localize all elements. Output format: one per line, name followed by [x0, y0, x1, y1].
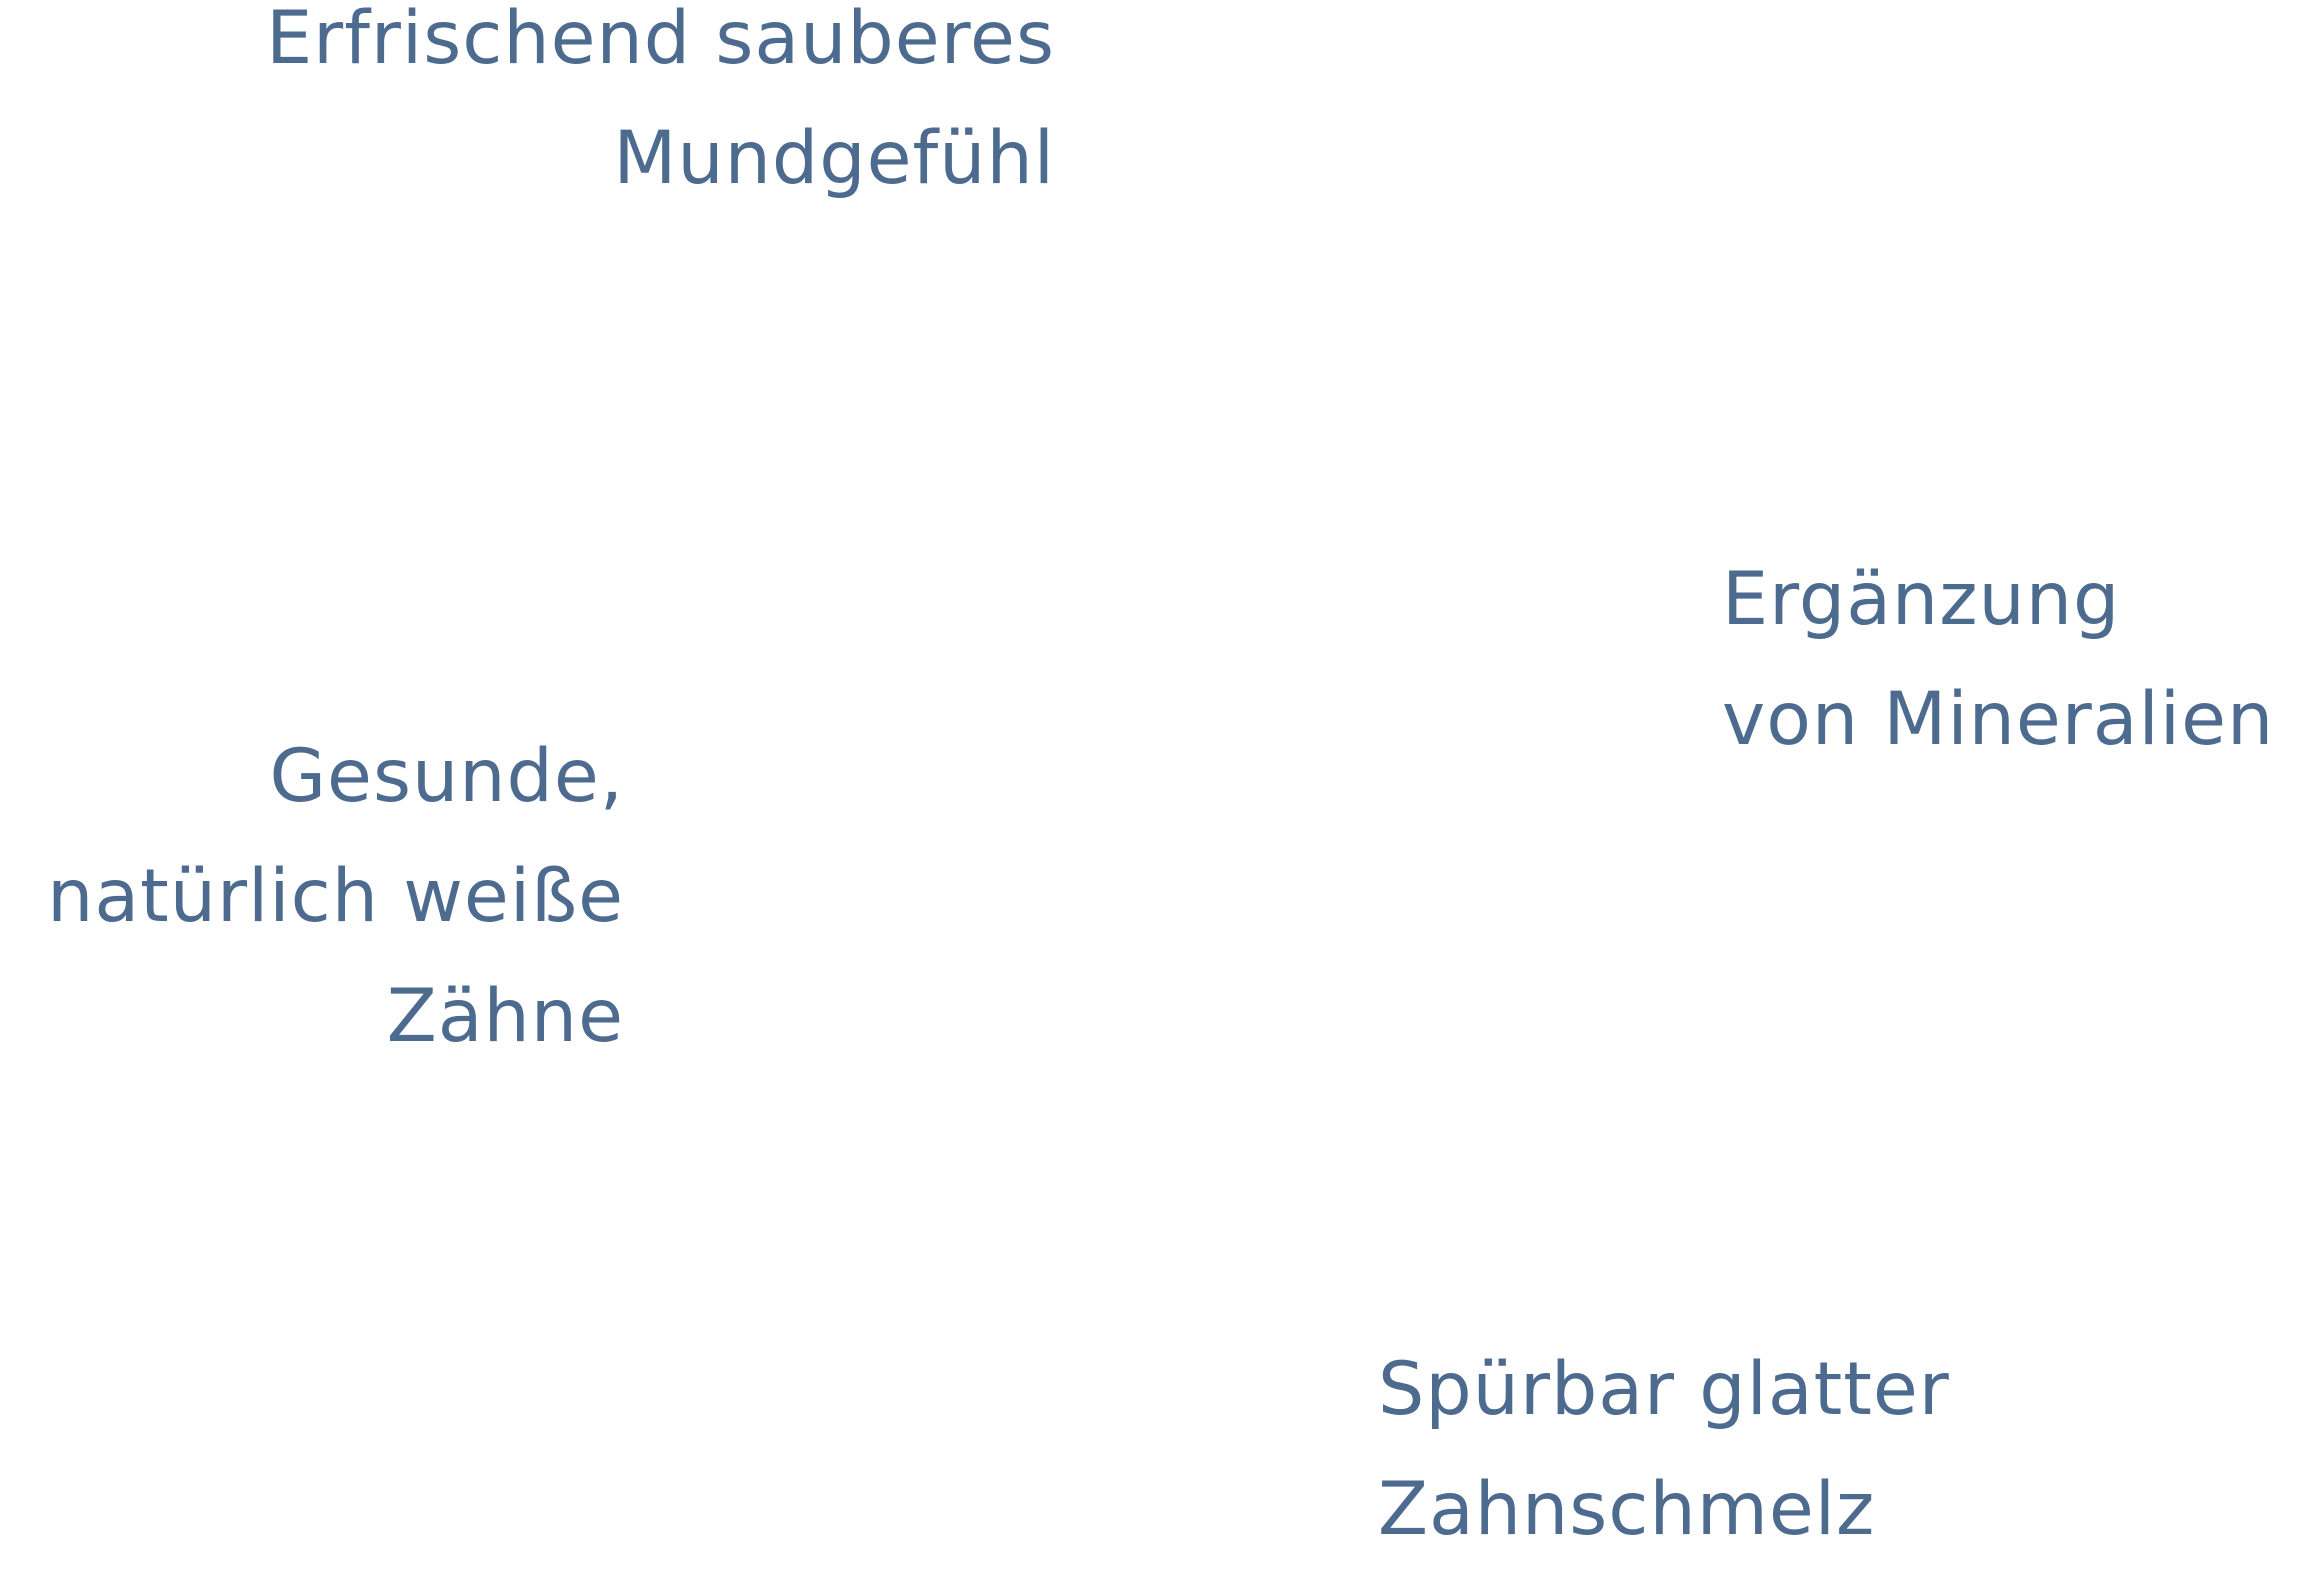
- benefit-fresh-line-1: Erfrischend sauberes: [266, 0, 1055, 81]
- benefit-smooth-enamel: Spürbar glatter Zahnschmelz: [1378, 1330, 1950, 1570]
- benefit-fresh-line-2: Mundgefühl: [613, 116, 1055, 201]
- benefit-white-line-1: Gesunde,: [269, 734, 624, 819]
- benefit-minerals-line-1: Ergänzung: [1722, 557, 2121, 642]
- benefit-white-line-2: natürlich weiße: [47, 854, 624, 939]
- benefit-white-teeth: Gesunde, natürlich weiße Zähne: [47, 717, 624, 1077]
- benefit-fresh-mouthfeel: Erfrischend sauberes Mundgefühl: [266, 0, 1055, 219]
- benefit-white-line-3: Zähne: [386, 974, 624, 1059]
- benefit-enamel-line-2: Zahnschmelz: [1378, 1467, 1876, 1552]
- benefit-minerals-line-2: von Mineralien: [1722, 677, 2275, 762]
- benefit-enamel-line-1: Spürbar glatter: [1378, 1347, 1950, 1432]
- benefit-minerals: Ergänzung von Mineralien: [1722, 540, 2274, 780]
